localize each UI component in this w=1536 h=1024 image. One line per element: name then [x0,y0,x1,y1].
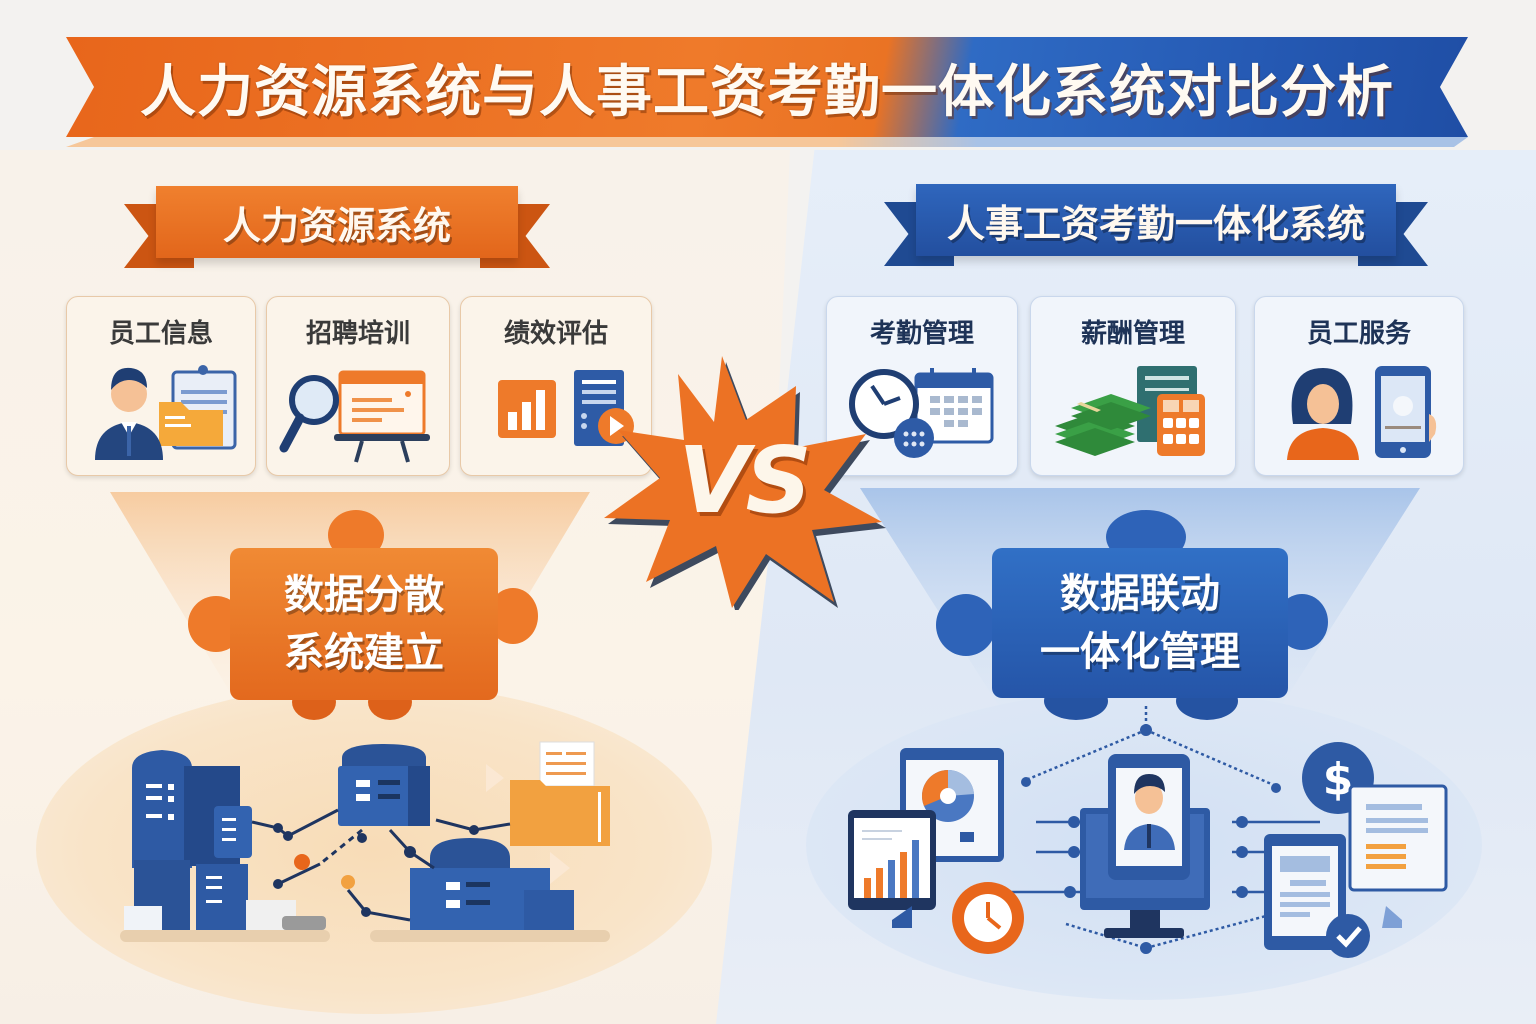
puzzle-body: 数据分散 系统建立 [230,548,498,700]
right-puzzle-line-2: 一体化管理 [1040,629,1240,675]
title-banner-body: 人力资源系统与人事工资考勤一体化系统对比分析 [66,37,1468,137]
card-label: 员工服务 [1306,319,1411,349]
left-puzzle-line-1: 数据分散 [284,572,444,618]
card-label: 绩效评估 [503,319,608,349]
left-section-title: 人力资源系统 [222,203,451,248]
chart-report-icon [476,364,636,464]
starburst-icon [604,356,886,610]
left-card-recruitment-training: 招聘培训 [266,296,450,476]
left-section-header: 人力资源系统 [124,186,550,270]
search-presentation-icon [278,364,438,464]
right-card-attendance: 考勤管理 [826,296,1018,476]
right-puzzle-piece: 数据联动 一体化管理 [936,510,1328,720]
clock-calendar-icon [842,364,1002,464]
left-puzzle-piece: 数据分散 系统建立 [188,510,538,720]
left-card-employee-info: 员工信息 [66,296,256,476]
puzzle-body: 数据联动 一体化管理 [992,548,1288,698]
money-calculator-icon [1053,364,1213,464]
vs-label: VS [678,426,811,534]
right-puzzle-line-1: 数据联动 [1060,571,1220,617]
right-section-title: 人事工资考勤一体化系统 [946,201,1365,246]
right-card-payroll: 薪酬管理 [1030,296,1236,476]
card-label: 招聘培训 [305,319,410,349]
left-card-performance-review: 绩效评估 [460,296,652,476]
page-title: 人力资源系统与人事工资考勤一体化系统对比分析 [140,59,1394,125]
vs-badge: VS [598,350,888,610]
employee-file-icon [81,364,241,464]
puzzle-knob [936,594,996,656]
disconnected-servers-network-illustration [120,741,610,942]
svg-text:$: $ [1323,754,1354,805]
integrated-devices-network-illustration: $ [848,706,1448,958]
card-label: 考勤管理 [869,319,974,349]
left-puzzle-line-2: 系统建立 [284,630,444,676]
card-label: 薪酬管理 [1080,319,1185,349]
title-banner-shadow [66,137,1468,147]
title-banner: 人力资源系统与人事工资考勤一体化系统对比分析 [66,37,1468,147]
ribbon-main: 人力资源系统 [156,186,518,258]
right-card-employee-service: 员工服务 [1254,296,1464,476]
person-mobile-icon [1279,364,1439,464]
ribbon-main: 人事工资考勤一体化系统 [916,184,1396,256]
card-label: 员工信息 [108,319,213,349]
right-section-header: 人事工资考勤一体化系统 [884,184,1428,268]
